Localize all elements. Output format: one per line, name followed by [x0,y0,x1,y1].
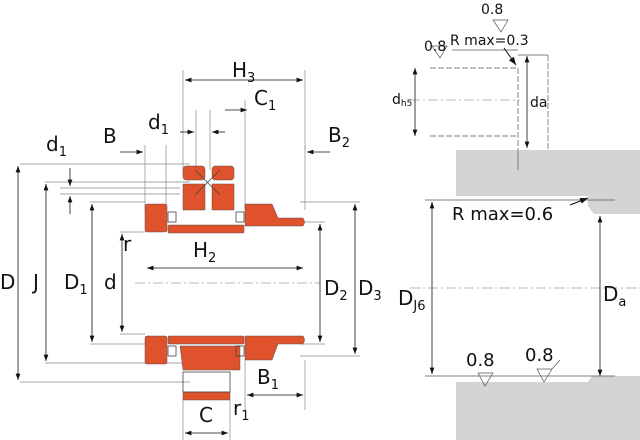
label-B: B [103,124,117,148]
label-B2: B2 [328,123,351,151]
label-D2: D2 [324,276,348,304]
label-B1: B1 [257,365,280,393]
label-dh5: dh5 [392,92,413,109]
label-C1: C1 [254,86,277,114]
leader-arrows [503,47,589,206]
bearing-section [144,165,305,401]
label-D1: D1 [64,270,88,298]
roughness-shaft: 0.8 [424,39,447,55]
housing-section [456,150,640,440]
r-max-housing: R max=0.6 [452,204,554,225]
label-C: C [199,403,213,427]
label-J: J [33,270,39,294]
label-d1-left: d1 [46,132,67,160]
label-Da: Da [603,282,627,310]
bearing-outline [167,169,245,393]
dimension-arrows [15,56,603,436]
label-D: D [0,270,16,294]
shaft-outline [425,19,615,387]
label-r1: r1 [233,396,250,424]
label-d1-top: d1 [148,110,169,138]
label-r: r [123,232,132,256]
center-lines [135,99,640,289]
label-d: d [104,270,117,294]
label-D3: D3 [358,276,382,304]
label-H3: H3 [232,58,256,86]
r-max-shaft: R max=0.3 [450,33,529,49]
extension-lines [20,70,360,440]
label-H2: H2 [193,238,217,266]
roughness-bottom-right: 0.8 [525,345,554,366]
label-DJ6: DJ6 [398,286,426,314]
label-da: da [530,95,548,111]
roughness-bottom-left: 0.8 [466,350,495,371]
roughness-top: 0.8 [481,2,504,18]
